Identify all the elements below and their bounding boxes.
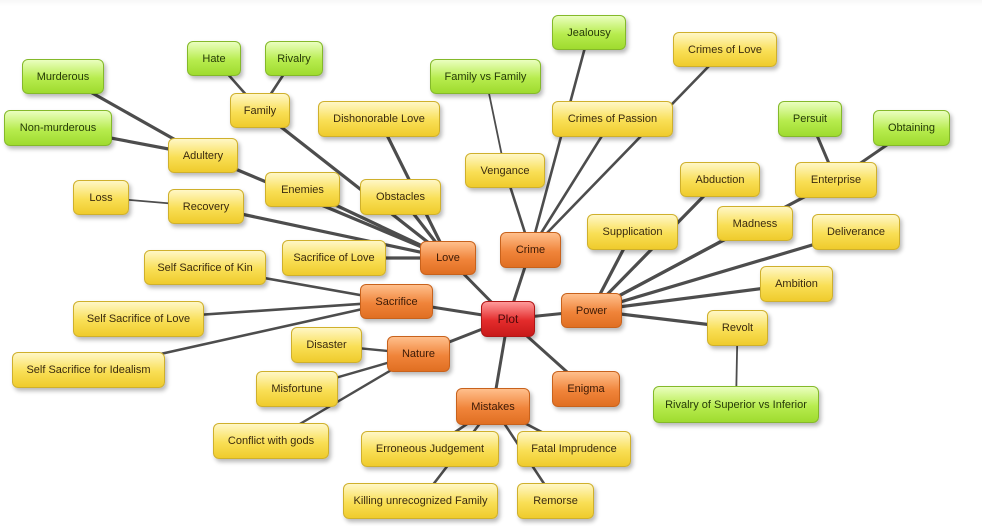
node-label: Fatal Imprudence [531, 443, 617, 455]
node-crimes-of-love[interactable]: Crimes of Love [673, 32, 777, 67]
node-fatal-imprudence[interactable]: Fatal Imprudence [517, 431, 631, 467]
node-enterprise[interactable]: Enterprise [795, 162, 877, 198]
node-label: Sacrifice [375, 295, 418, 308]
node-power[interactable]: Power [561, 293, 622, 328]
node-label: Disaster [306, 339, 347, 351]
node-conflict-with-gods[interactable]: Conflict with gods [213, 423, 329, 459]
node-loss[interactable]: Loss [73, 180, 129, 215]
node-label: Recovery [182, 200, 230, 213]
node-adultery[interactable]: Adultery [168, 138, 238, 173]
node-label: Self Sacrifice of Love [86, 313, 191, 325]
node-label: Ambition [775, 278, 818, 290]
node-label: Non-murderous [19, 122, 97, 134]
node-sacrifice-of-love[interactable]: Sacrifice of Love [282, 240, 386, 276]
edge-power-deliverance [589, 230, 858, 313]
node-deliverance[interactable]: Deliverance [812, 214, 900, 250]
node-label: Murderous [36, 70, 90, 83]
node-label: Self Sacrifice for Idealism [26, 364, 151, 376]
node-supplication[interactable]: Supplication [587, 214, 678, 250]
node-jealousy[interactable]: Jealousy [552, 15, 626, 50]
node-label: Loss [89, 191, 113, 204]
node-madness[interactable]: Madness [717, 206, 793, 241]
node-label: Killing unrecognized Family [353, 495, 488, 507]
node-label: Self Sacrifice of Kin [157, 261, 253, 274]
node-love[interactable]: Love [420, 241, 476, 275]
node-disaster[interactable]: Disaster [291, 327, 362, 363]
node-label: Plot [497, 312, 519, 326]
node-label: Enemies [281, 183, 324, 196]
node-label: Mistakes [471, 400, 515, 413]
node-label: Jealousy [567, 26, 611, 39]
node-rivalry-of-superior-vs-inferior[interactable]: Rivalry of Superior vs Inferior [653, 386, 819, 423]
node-enigma[interactable]: Enigma [552, 371, 620, 407]
node-label: Family [243, 104, 277, 117]
node-label: Madness [732, 217, 778, 230]
node-self-sacrifice-of-kin[interactable]: Self Sacrifice of Kin [144, 250, 266, 285]
edge-power-enterprise [589, 178, 838, 313]
node-label: Power [575, 304, 608, 317]
node-label: Crimes of Passion [567, 113, 658, 125]
edge-crime-jealousy [529, 31, 591, 252]
node-label: Persuit [792, 113, 828, 125]
node-family-vs-family[interactable]: Family vs Family [430, 59, 541, 94]
node-self-sacrifice-of-love[interactable]: Self Sacrifice of Love [73, 301, 204, 337]
node-label: Rivalry [277, 52, 311, 65]
node-label: Crimes of Love [688, 43, 762, 56]
node-self-sacrifice-for-idealism[interactable]: Self Sacrifice for Idealism [12, 352, 165, 388]
node-rivalry[interactable]: Rivalry [265, 41, 323, 76]
node-label: Obstacles [376, 191, 425, 203]
node-enemies[interactable]: Enemies [265, 172, 340, 207]
edge-love-recovery [204, 204, 450, 260]
node-label: Sacrifice of Love [293, 252, 375, 264]
node-label: Misfortune [271, 383, 323, 395]
node-erroneous-judgement[interactable]: Erroneous Judgement [361, 431, 499, 467]
node-ambition[interactable]: Ambition [760, 266, 833, 302]
node-label: Family vs Family [444, 70, 527, 83]
node-family[interactable]: Family [230, 93, 290, 128]
node-obtaining[interactable]: Obtaining [873, 110, 950, 146]
node-recovery[interactable]: Recovery [168, 189, 244, 224]
node-sacrifice[interactable]: Sacrifice [360, 284, 433, 319]
node-plot[interactable]: Plot [481, 301, 535, 337]
node-hate[interactable]: Hate [187, 41, 241, 76]
node-label: Enigma [567, 383, 605, 395]
node-label: Rivalry of Superior vs Inferior [665, 398, 807, 411]
node-mistakes[interactable]: Mistakes [456, 388, 530, 425]
node-label: Vengance [480, 164, 530, 177]
node-label: Deliverance [826, 226, 886, 238]
node-label: Crime [515, 244, 546, 256]
node-obstacles[interactable]: Obstacles [360, 179, 441, 215]
node-misfortune[interactable]: Misfortune [256, 371, 338, 407]
edge-crime-crimes_love [529, 48, 727, 252]
node-label: Nature [401, 348, 436, 360]
node-label: Dishonorable Love [333, 113, 425, 125]
node-label: Adultery [182, 149, 224, 162]
node-label: Erroneous Judgement [375, 443, 485, 455]
node-label: Abduction [695, 173, 745, 186]
node-label: Obtaining [887, 122, 936, 134]
node-persuit[interactable]: Persuit [778, 101, 842, 137]
edge-crime-crimes_passion [529, 117, 614, 252]
node-crime[interactable]: Crime [500, 232, 561, 268]
edge-love-family [258, 108, 450, 260]
node-crimes-of-passion[interactable]: Crimes of Passion [552, 101, 673, 137]
node-dishonorable-love[interactable]: Dishonorable Love [318, 101, 440, 137]
node-label: Supplication [602, 226, 663, 238]
node-nature[interactable]: Nature [387, 336, 450, 372]
node-label: Hate [202, 52, 226, 65]
node-label: Conflict with gods [227, 435, 315, 447]
node-label: Enterprise [810, 174, 862, 186]
node-murderous[interactable]: Murderous [22, 59, 104, 94]
node-remorse[interactable]: Remorse [517, 483, 594, 519]
node-vengance[interactable]: Vengance [465, 153, 545, 188]
node-label: Love [436, 252, 460, 264]
node-killing-unrecognized-family[interactable]: Killing unrecognized Family [343, 483, 498, 519]
node-non-murderous[interactable]: Non-murderous [4, 110, 112, 146]
node-label: Revolt [721, 322, 754, 334]
node-label: Remorse [533, 495, 578, 507]
node-revolt[interactable]: Revolt [707, 310, 768, 346]
node-abduction[interactable]: Abduction [680, 162, 760, 197]
